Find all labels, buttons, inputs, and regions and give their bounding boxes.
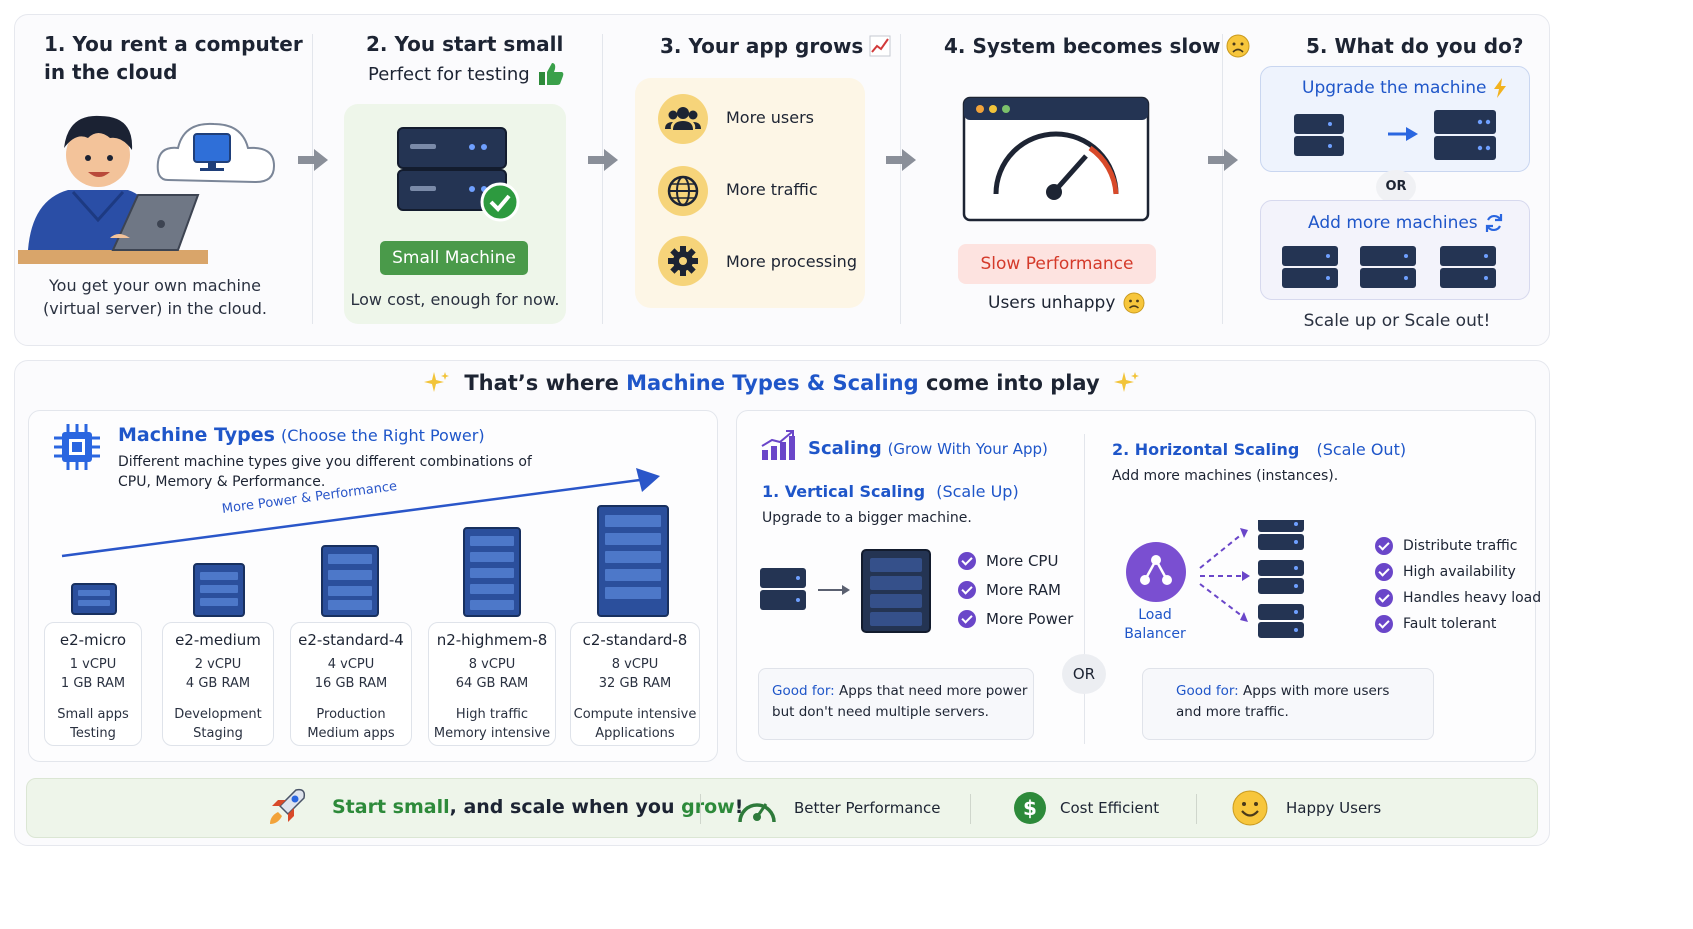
check-icon	[1375, 563, 1393, 581]
footer-divider	[970, 794, 971, 824]
benefit-label: Cost Efficient	[1060, 799, 1160, 817]
distribution-arrows-icon	[1199, 520, 1304, 638]
footer-divider	[1196, 794, 1197, 824]
step-divider	[900, 34, 901, 324]
server-icon-standard	[321, 545, 379, 617]
refresh-icon	[1485, 214, 1502, 232]
add-machines-label: Add more machines	[1308, 213, 1504, 233]
vertical-point: More CPU	[958, 552, 1058, 570]
vertical-good-for: Good for: Apps that need more power but …	[758, 668, 1034, 740]
rocket-icon	[270, 788, 306, 824]
or-circle: OR	[1376, 170, 1416, 204]
server-check-icon	[397, 127, 520, 222]
growth-item: More traffic	[726, 180, 818, 199]
machine-types-desc: Different machine types give you differe…	[118, 454, 532, 490]
footer-divider	[700, 794, 701, 824]
vertical-scaling-desc: Upgrade to a bigger machine.	[762, 510, 972, 526]
server-icon-medium	[193, 563, 245, 617]
check-icon	[958, 552, 976, 570]
check-icon	[1375, 615, 1393, 633]
step4-title: 4. System becomes slow	[944, 32, 1250, 60]
cpu-chip-icon	[54, 424, 100, 470]
vertical-scale-servers-icon	[760, 549, 931, 633]
worried-face-icon	[1226, 34, 1250, 58]
globe-icon	[658, 166, 708, 216]
upgrade-label: Upgrade the machine	[1302, 78, 1508, 98]
footer-slogan: Start small, and scale when you grow!	[332, 796, 744, 818]
step2-subtitle: Perfect for testing	[368, 62, 564, 86]
banner-title: That’s where Machine Types & Scaling com…	[0, 370, 1564, 396]
horizontal-point: Handles heavy load	[1375, 589, 1541, 607]
multiple-servers-icon	[1282, 246, 1496, 288]
horizontal-point: High availability	[1375, 563, 1516, 581]
horizontal-good-for: Good for: Apps with more users and more …	[1142, 668, 1434, 740]
scaling-chart-icon	[761, 430, 795, 460]
arrow-right-icon	[298, 149, 328, 171]
chart-up-icon	[869, 35, 891, 57]
horizontal-scaling-title: 2. Horizontal Scaling (Scale Out)	[1112, 440, 1407, 459]
power-trend-arrow	[61, 468, 660, 558]
check-icon	[958, 581, 976, 599]
vertical-point: More Power	[958, 610, 1073, 628]
check-icon	[1375, 589, 1393, 607]
step-divider	[1222, 34, 1223, 324]
step5-caption: Scale up or Scale out!	[1303, 311, 1491, 331]
load-balancer-label: Load Balancer	[1124, 607, 1186, 642]
machine-types-title: Machine Types (Choose the Right Power)	[118, 424, 485, 446]
small-machine-badge: Small Machine	[380, 241, 528, 275]
arrow-right-icon	[1208, 149, 1238, 171]
benefit-label: Happy Users	[1286, 799, 1382, 817]
horizontal-scaling-desc: Add more machines (instances).	[1112, 468, 1339, 484]
scaling-title: Scaling (Grow With Your App)	[808, 438, 1048, 459]
person-laptop-icon	[18, 115, 276, 264]
step1-title: 1. You rent a computer in the cloud	[44, 32, 303, 84]
vertical-point: More RAM	[958, 581, 1061, 599]
step-divider	[602, 34, 603, 324]
load-balancer-icon	[1126, 542, 1186, 602]
gear-icon	[658, 236, 708, 286]
growth-item: More users	[726, 108, 814, 127]
step4-caption: Users unhappy	[988, 292, 1145, 314]
footer-bar	[26, 778, 1538, 838]
growth-item: More processing	[726, 252, 857, 271]
step1-caption: You get your own machine (virtual server…	[43, 276, 267, 318]
server-icon-compute	[597, 505, 669, 617]
users-icon	[658, 94, 708, 144]
benefit-label: Better Performance	[794, 799, 941, 817]
lightning-icon	[1494, 78, 1507, 98]
happy-face-icon	[1232, 790, 1268, 826]
scaling-or-circle: OR	[1062, 654, 1106, 694]
speedometer-icon	[738, 803, 776, 823]
server-icon-micro	[71, 583, 117, 615]
step2-caption: Low cost, enough for now.	[350, 290, 560, 309]
dollar-icon: $	[1014, 792, 1046, 824]
check-icon	[1375, 537, 1393, 555]
step5-title: 5. What do you do?	[1306, 34, 1524, 58]
check-icon	[958, 610, 976, 628]
sparkle-icon	[424, 372, 450, 392]
arrow-right-icon	[886, 149, 916, 171]
upgrade-servers-icon	[1294, 110, 1496, 160]
sparkle-icon	[1113, 372, 1139, 392]
vertical-scaling-title: 1. Vertical Scaling (Scale Up)	[762, 482, 1019, 501]
thumbs-up-icon	[538, 63, 563, 85]
step3-title: 3. Your app grows	[660, 32, 891, 60]
sad-face-icon	[1123, 292, 1145, 314]
slow-performance-badge: Slow Performance	[958, 244, 1156, 284]
step-divider	[312, 34, 313, 324]
arrow-right-icon	[588, 149, 618, 171]
speedometer-window-icon	[962, 96, 1150, 222]
server-icon-highmem	[463, 527, 521, 617]
horizontal-point: Fault tolerant	[1375, 615, 1496, 633]
horizontal-point: Distribute traffic	[1375, 537, 1517, 555]
step2-title: 2. You start small	[366, 32, 564, 56]
scaling-divider	[1084, 434, 1085, 744]
